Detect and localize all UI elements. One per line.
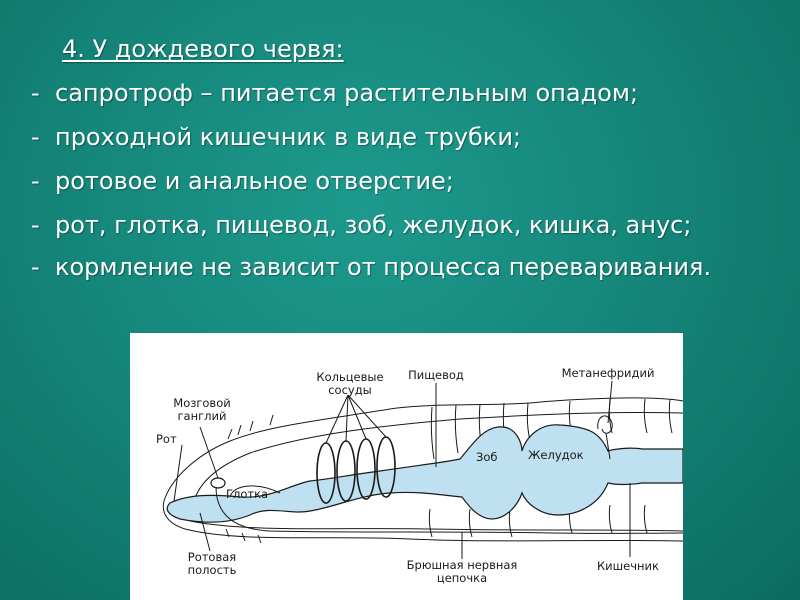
label-pharynx: Глотка <box>226 487 268 501</box>
label-ring-vessels: сосуды <box>328 383 372 397</box>
bullet-dash: - <box>31 123 40 151</box>
bullet-text: проходной кишечник в виде трубки; <box>55 123 522 151</box>
metanephridium <box>597 415 613 460</box>
bullet-list: -сапротроф – питается растительным опадо… <box>31 74 791 290</box>
bullet-dash: - <box>31 79 40 107</box>
label-esophagus: Пищевод <box>408 368 464 382</box>
bullet-dash: - <box>31 253 40 281</box>
label-crop: Зоб <box>476 450 498 464</box>
slide-title: 4. У дождевого червя: <box>62 35 344 63</box>
bullet-item: -рот, глотка, пищевод, зоб, желудок, киш… <box>31 206 791 244</box>
label-ring-vessels: Кольцевые <box>316 370 383 384</box>
label-nerve-cord: цепочка <box>437 571 487 585</box>
bullet-text: сапротроф – питается растительным опадом… <box>55 79 639 107</box>
bullet-item: -кормление не зависит от процесса перева… <box>31 250 791 284</box>
nerve-cord <box>215 486 683 534</box>
label-intestine: Кишечник <box>597 559 659 573</box>
ring-vessels <box>316 436 396 504</box>
label-nerve-cord: Брюшная нервная <box>407 558 518 572</box>
label-oral-cavity: полость <box>188 563 237 577</box>
bullet-item: -сапротроф – питается растительным опадо… <box>31 74 791 112</box>
bullet-dash: - <box>31 167 40 195</box>
bullet-item: -проходной кишечник в виде трубки; <box>31 118 791 156</box>
pharynx-bulge <box>229 485 281 498</box>
body-lower-wall <box>189 520 683 532</box>
label-brain-ganglion: ганглий <box>178 409 227 423</box>
digestive-tract <box>166 424 683 523</box>
label-mouth: Рот <box>156 432 177 446</box>
label-oral-cavity: Ротовая <box>188 550 236 564</box>
label-metanephridium: Метанефридий <box>562 366 655 380</box>
worm-diagram-svg: Кольцевые сосуды Пищевод Метанефридий Мо… <box>156 366 683 585</box>
bullet-item: -ротовое и анальное отверстие; <box>31 162 791 200</box>
leader-lines <box>173 380 631 559</box>
brain-ganglion <box>210 477 226 489</box>
segment-septa <box>428 398 673 538</box>
bullet-text: кормление не зависит от процесса перевар… <box>55 253 712 281</box>
worm-diagram: Кольцевые сосуды Пищевод Метанефридий Мо… <box>130 333 683 600</box>
label-stomach: Желудок <box>528 448 584 462</box>
body-outline <box>162 397 683 542</box>
setae <box>225 414 274 544</box>
bullet-dash: - <box>31 211 40 239</box>
bullet-text: ротовое и анальное отверстие; <box>55 167 454 195</box>
bullet-text: рот, глотка, пищевод, зоб, желудок, кишк… <box>55 211 692 239</box>
body-inner-wall <box>193 411 683 502</box>
label-brain-ganglion: Мозговой <box>173 396 230 410</box>
